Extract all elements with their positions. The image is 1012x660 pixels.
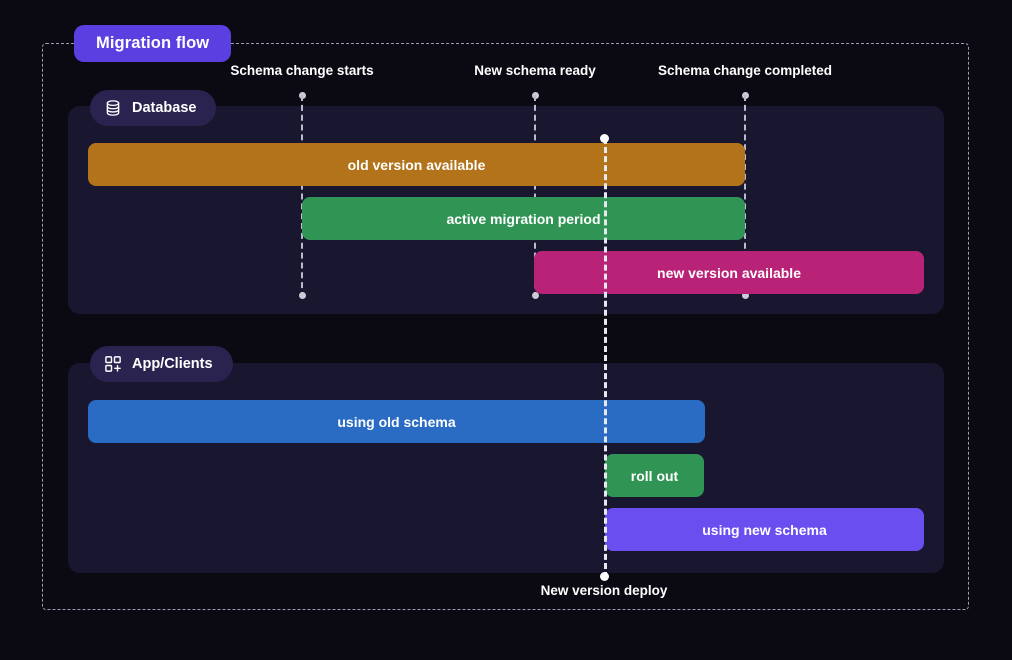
deploy-marker-line: [604, 138, 607, 578]
bar-label: active migration period: [446, 210, 601, 227]
lane-badge-database: Database: [90, 90, 217, 126]
diagram-title-badge: Migration flow: [74, 25, 232, 62]
bar-label: new version available: [657, 264, 801, 281]
bar-active-migration-period: active migration period: [302, 197, 745, 240]
lane-badge-app-clients: App/Clients: [90, 346, 233, 382]
milestone-dot-bottom: [298, 292, 306, 299]
deploy-marker-dot-top: [599, 134, 609, 143]
milestone-dot-bottom: [741, 292, 749, 299]
milestone-label: Schema change completed: [657, 63, 833, 78]
bar-label: using new schema: [702, 521, 827, 538]
diagram-outer-frame: [42, 43, 969, 610]
add-app-grid-icon: [104, 355, 122, 373]
deploy-marker-label: New version deploy: [540, 583, 668, 598]
milestone-label: New schema ready: [474, 63, 596, 78]
milestone-label: Schema change starts: [230, 63, 374, 78]
bar-using-old-schema: using old schema: [88, 400, 705, 443]
milestone-dashed-line: [744, 95, 746, 298]
deploy-marker-dot-bottom: [599, 572, 609, 581]
bar-label: old version available: [347, 156, 486, 173]
diagram-title-label: Migration flow: [96, 34, 210, 52]
milestone-dashed-line: [534, 95, 536, 298]
database-icon: [104, 99, 122, 117]
bar-old-version-available: old version available: [88, 143, 745, 186]
milestone-dashed-line: [301, 95, 303, 298]
bar-using-new-schema: using new schema: [605, 508, 924, 551]
milestone-dot-bottom: [531, 292, 539, 299]
bar-label: using old schema: [337, 413, 456, 430]
lane-badge-label-app-clients: App/Clients: [132, 356, 213, 372]
lane-badge-label-database: Database: [132, 100, 197, 116]
bar-label: roll out: [630, 467, 679, 484]
bar-roll-out: roll out: [605, 454, 704, 497]
bar-new-version-available: new version available: [534, 251, 924, 294]
